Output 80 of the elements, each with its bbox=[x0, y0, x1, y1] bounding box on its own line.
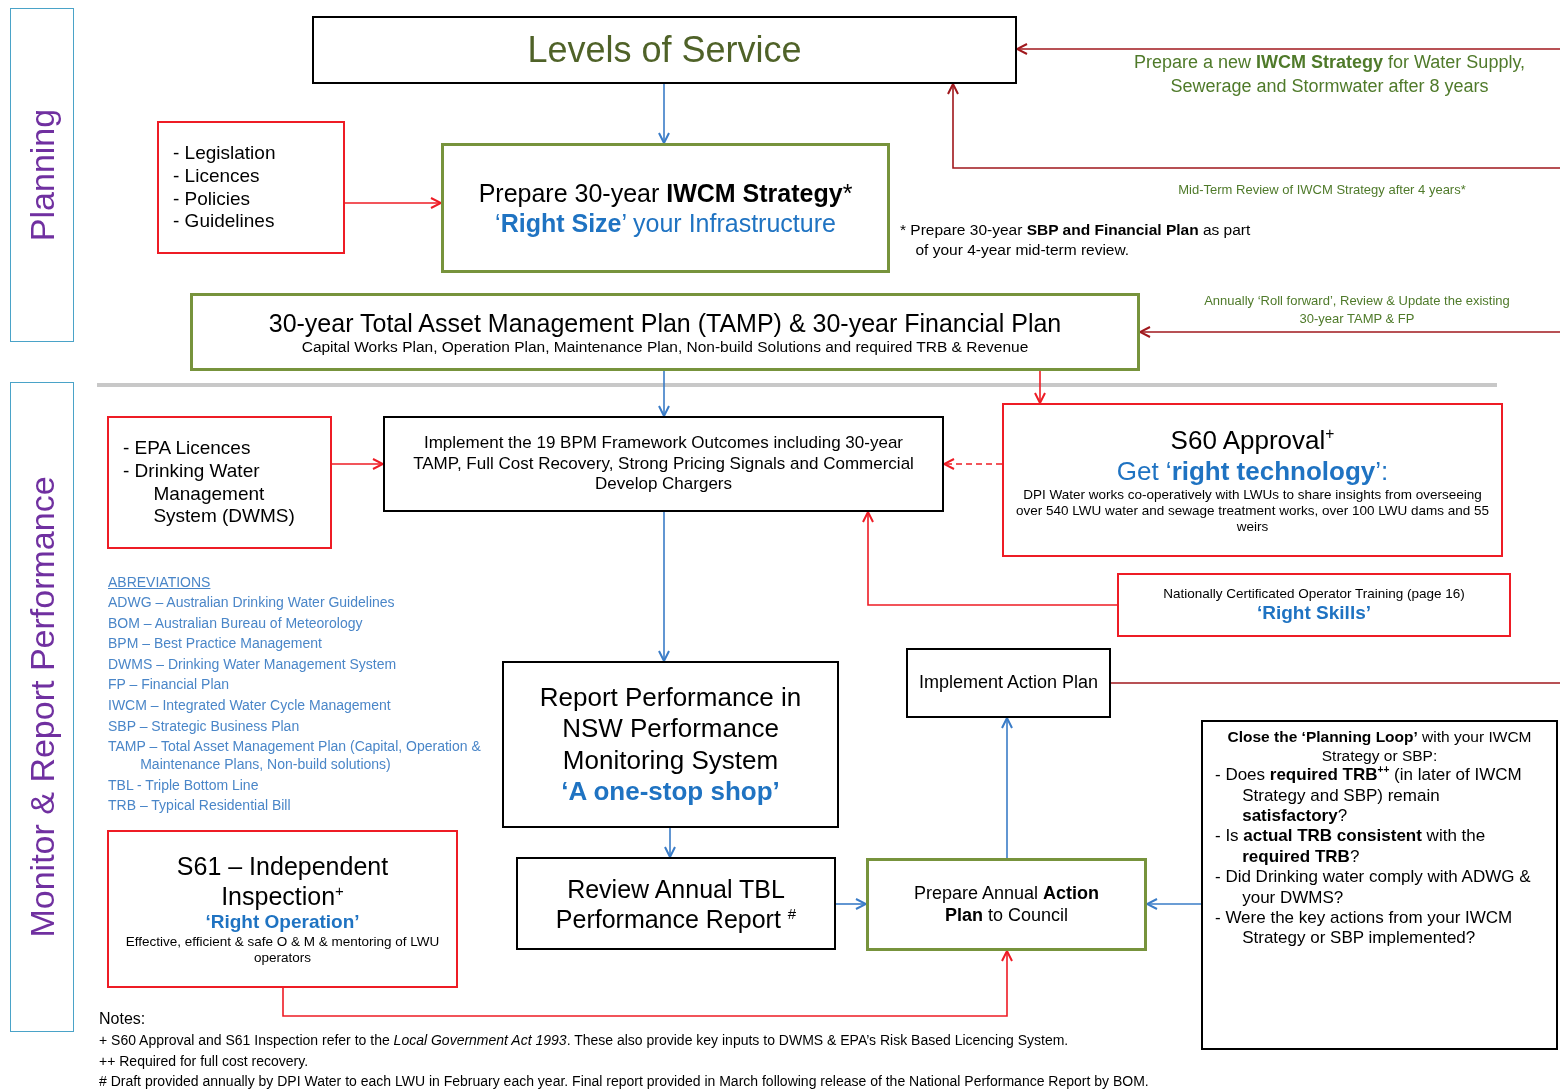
abbreviation-text: TRB – Typical Residential Bill bbox=[108, 797, 292, 815]
box-title: Report Performance in NSW Performance Monitoring System bbox=[538, 682, 803, 776]
box-text: - Is actual TRB consistent with the required TRB? bbox=[1215, 826, 1487, 868]
process-box bbox=[906, 648, 1111, 718]
box-text: Capital Works Plan, Operation Plan, Maintenance Plan, Non-build Solutions and required TRB & Revenue bbox=[301, 337, 1029, 357]
box-text: ‘A one-stop shop’ bbox=[561, 775, 780, 807]
box-text: ‘Right Size’ your Infrastructure bbox=[495, 208, 836, 238]
section-band bbox=[10, 382, 74, 1032]
box-text: Effective, efficient & safe O & M & mentoring of LWU operators bbox=[124, 934, 441, 967]
arrow bbox=[282, 950, 1013, 1017]
arrow bbox=[1034, 370, 1046, 404]
box-title: Nationally Certificated Operator Training (page 16) bbox=[1163, 585, 1465, 602]
note-text: # Draft provided annually by DPI Water to each LWU in February each year. Final report provided in March following release of the National Performance Report by BOM. bbox=[99, 1072, 1150, 1090]
process-box bbox=[502, 661, 839, 828]
arrow bbox=[658, 370, 670, 417]
process-box bbox=[516, 857, 836, 950]
input-box bbox=[1117, 573, 1511, 637]
box-title: Review Annual TBL Performance Report $^{#}$ bbox=[554, 873, 798, 934]
box-title: Prepare Annual Action Plan to Council bbox=[912, 882, 1101, 927]
note-text: + S60 Approval and S61 Inspection refer to the Local Government Act 1993. These also provide key inputs to DWMS & EPA’s Risk Based Licencing System. bbox=[99, 1031, 1070, 1050]
abbreviation-text: TAMP – Total Asset Management Plan (Capital, Operation & Maintenance Plans, Non-build solutions) bbox=[108, 738, 482, 774]
arrow bbox=[1146, 898, 1202, 910]
abbreviation-text: TBL - Triple Bottom Line bbox=[108, 776, 260, 795]
arrow bbox=[1139, 326, 1560, 338]
box-title: - Legislation bbox=[173, 141, 277, 165]
process-box bbox=[1201, 720, 1558, 1050]
box-text: - Policies bbox=[173, 187, 252, 211]
box-title: Implement the 19 BPM Framework Outcomes including 30-year TAMP, Full Cost Recovery, Strong Pricing Signals and Commercial Develop Chargers bbox=[412, 433, 915, 495]
box-text: DPI Water works co-operatively with LWUs to share insights from overseeing over 540 LWU water and sewage treatment works, over 100 LWU dams and 55 weirs bbox=[1015, 486, 1490, 536]
abbreviation-text: SBP – Strategic Business Plan bbox=[108, 717, 301, 736]
box-title: S60 Approval$^{+}$ bbox=[1170, 424, 1335, 456]
box-title: S61 – Independent Inspection$^{+}$ bbox=[175, 851, 390, 912]
abbreviation-text: ADWG – Australian Drinking Water Guidelines bbox=[108, 594, 396, 612]
arrow bbox=[331, 458, 384, 470]
plan-box bbox=[441, 143, 890, 273]
box-text: ‘Right Operation’ bbox=[205, 911, 360, 935]
section-title: Monitor & Report Performance bbox=[21, 476, 62, 938]
section-band bbox=[10, 8, 74, 342]
input-box bbox=[157, 121, 345, 254]
box-title: 30-year Total Asset Management Plan (TAMP) & 30-year Financial Plan bbox=[268, 307, 1062, 338]
plan-box bbox=[190, 293, 1140, 371]
process-box bbox=[383, 416, 944, 512]
box-text: - Drinking Water Management System (DWMS) bbox=[123, 459, 296, 529]
section-title: Planning bbox=[21, 108, 62, 242]
input-box bbox=[1002, 403, 1503, 557]
plan-box bbox=[866, 858, 1147, 951]
box-text: - Guidelines bbox=[173, 210, 276, 234]
box-text: - Did Drinking water comply with ADWG & your DWMS? bbox=[1215, 867, 1532, 908]
abbreviation-text: BOM – Australian Bureau of Meteorology bbox=[108, 614, 364, 633]
input-box bbox=[107, 416, 332, 549]
arrow bbox=[862, 511, 1118, 606]
box-text: - Licences bbox=[173, 164, 261, 188]
arrow bbox=[943, 458, 1003, 470]
arrow bbox=[1016, 43, 1560, 55]
note-text: * Prepare 30-year SBP and Financial Plan as part of your 4-year mid-term review. bbox=[900, 220, 1252, 261]
arrow bbox=[835, 898, 867, 910]
box-text: ‘Right Skills’ bbox=[1257, 601, 1371, 625]
abbreviation-text: ABREVIATIONS bbox=[108, 573, 212, 592]
arrow bbox=[658, 83, 670, 144]
box-title: - EPA Licences bbox=[123, 436, 252, 460]
arrow bbox=[664, 827, 676, 858]
abbreviation-text: FP – Financial Plan bbox=[108, 676, 231, 694]
abbreviation-text: DWMS – Drinking Water Management System bbox=[108, 655, 398, 674]
process-box bbox=[312, 16, 1017, 84]
note-text: ++ Required for full cost recovery. bbox=[99, 1052, 310, 1071]
note-text: Notes: bbox=[99, 1009, 147, 1029]
arrow bbox=[1001, 717, 1013, 859]
box-title: Levels of Service bbox=[527, 28, 802, 72]
abbreviation-text: BPM – Best Practice Management bbox=[108, 635, 323, 653]
box-text: Get ‘right technology’: bbox=[1116, 455, 1389, 487]
box-title: Implement Action Plan bbox=[918, 672, 1099, 694]
abbreviation-text: IWCM – Integrated Water Cycle Management bbox=[108, 697, 392, 715]
box-text: - Does required TRB$^{++}$ (in later of IWCM Strategy and SBP) remain satisfactory? bbox=[1215, 765, 1523, 827]
box-title: Close the ‘Planning Loop’ with your IWCM Strategy or SBP: bbox=[1226, 728, 1533, 766]
arrow bbox=[947, 83, 1560, 169]
input-box bbox=[107, 830, 458, 988]
arrow bbox=[658, 511, 670, 662]
arrow bbox=[344, 197, 442, 209]
box-text: - Were the key actions from your IWCM Strategy or SBP implemented? bbox=[1215, 907, 1514, 949]
box-title: Prepare 30-year IWCM Strategy* bbox=[478, 178, 853, 208]
